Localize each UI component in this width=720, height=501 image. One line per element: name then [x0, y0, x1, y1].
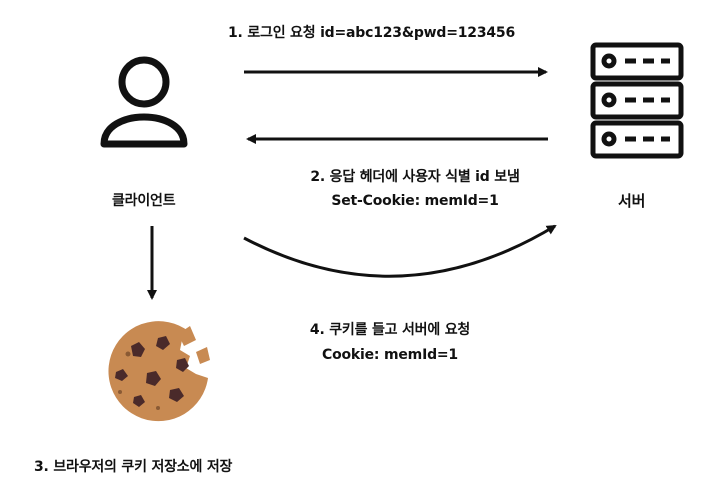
- server-label: 서버: [618, 192, 646, 210]
- step2-title: 2. 응답 헤더에 사용자 식별 id 보냄: [310, 169, 520, 185]
- step4-title: 4. 쿠키를 들고 서버에 요청: [309, 322, 471, 338]
- client-label: 클라이언트: [112, 193, 176, 209]
- step4-header: Cookie: memId=1: [322, 347, 458, 363]
- cookie-icon: [108, 321, 210, 422]
- step1-label: 1. 로그인 요청 id=abc123&pwd=123456: [228, 25, 515, 41]
- server-icon: [590, 42, 684, 159]
- user-icon: [100, 56, 188, 148]
- step2-header: Set-Cookie: memId=1: [331, 193, 499, 209]
- step2-label: 2. 응답 헤더에 사용자 식별 id 보냄 Set-Cookie: memId…: [265, 165, 565, 213]
- step4-label: 4. 쿠키를 들고 서버에 요청 Cookie: memId=1: [270, 318, 510, 368]
- step3-label: 3. 브라우저의 쿠키 저장소에 저장: [34, 459, 233, 475]
- cookie-request-arrow: [243, 224, 557, 278]
